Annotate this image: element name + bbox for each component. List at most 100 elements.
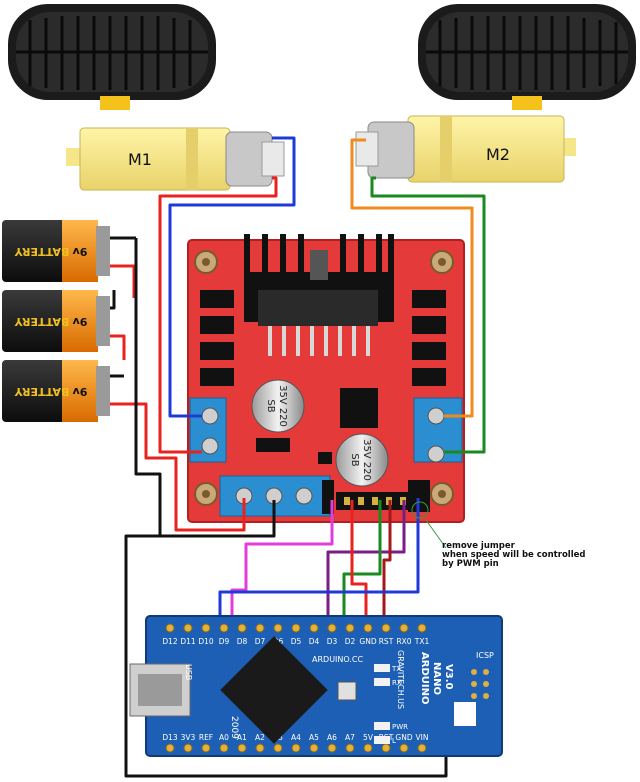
motor-m1: M1	[66, 127, 285, 191]
top-pin-d9-label: D9	[219, 637, 230, 646]
bottom-pin-5v-label: 5V	[363, 733, 374, 742]
usb-label: USB	[184, 664, 193, 680]
top-pin-d8-pad	[237, 623, 247, 633]
top-pin-gnd-label: GND	[359, 637, 376, 646]
top-pin-d5-pad	[291, 623, 301, 633]
bottom-pin-a2-pad	[255, 743, 265, 753]
jumper-highlight	[411, 501, 429, 519]
top-pin-d7-pad	[255, 623, 265, 633]
top-pin-d12-label: D12	[162, 637, 178, 646]
maker-label: GRAVITECH.US	[396, 650, 405, 709]
wire-d5-purple	[326, 500, 406, 628]
wire-m1-blue	[168, 136, 296, 418]
capacitor-1-sub: SB	[265, 399, 276, 412]
top-pin-d10-label: D10	[198, 637, 214, 646]
battery-pack: BATTERY 9v BATTERY 9v BATTERY 9v	[2, 220, 110, 422]
top-pin-d7-label: D7	[255, 637, 266, 646]
wire-bat-black-2	[110, 290, 116, 310]
capacitor-2-label: 35V 220	[361, 439, 372, 481]
wire-d10-blue	[218, 498, 420, 628]
wire-d4-green	[342, 500, 382, 628]
bottom-pin-a3-pad	[273, 743, 283, 753]
led-label-tx: TX	[391, 665, 401, 673]
board-name-line3: V3.0	[443, 664, 454, 689]
bottom-pin-a4-label: A4	[291, 733, 301, 742]
bottom-pin-a4-pad	[291, 743, 301, 753]
wire-bat-red-main	[110, 402, 246, 532]
wire-m2-green	[370, 176, 486, 454]
bottom-pin-a6-label: A6	[327, 733, 337, 742]
led-label-pwr: PWR	[392, 723, 408, 731]
bottom-pin-5v-pad	[363, 743, 373, 753]
atmega-chip: 2009	[220, 636, 328, 744]
battery-1-voltage: 9v	[72, 245, 88, 258]
jumper-note-leader	[425, 519, 447, 549]
bottom-pin-3v3-pad	[183, 743, 193, 753]
top-pin-d11-label: D11	[180, 637, 196, 646]
battery-3: BATTERY 9v	[2, 360, 110, 422]
battery-3-voltage: 9v	[72, 385, 88, 398]
board-name-line2: NANO	[431, 662, 442, 695]
top-pin-tx1-label: TX1	[414, 637, 430, 646]
year-label: 2009	[229, 716, 239, 739]
board-name: ARDUINO NANO V3.0	[419, 652, 454, 704]
battery-2: BATTERY 9v	[2, 290, 110, 352]
wire-d2-darkred	[382, 500, 392, 628]
site-label: ARDUINO.CC	[312, 655, 363, 664]
top-pin-d4-pad	[309, 623, 319, 633]
bottom-pin-ref-pad	[201, 743, 211, 753]
top-pin-d9-pad	[219, 623, 229, 633]
wires	[110, 136, 486, 778]
battery-2-brand: BATTERY	[14, 315, 70, 328]
motor-m2-label: M2	[486, 145, 510, 164]
bottom-pin-a1-label: A1	[237, 733, 247, 742]
top-pin-d2-pad	[345, 623, 355, 633]
bottom-pin-gnd-label: GND	[395, 733, 412, 742]
bottom-pin-a1-pad	[237, 743, 247, 753]
icsp-label: ICSP	[476, 651, 494, 660]
bottom-pin-a0-label: A0	[219, 733, 229, 742]
top-pin-tx1-pad	[417, 623, 427, 633]
bottom-pin-a6-pad	[327, 743, 337, 753]
wheel-right	[418, 4, 636, 110]
top-pin-rst-pad	[381, 623, 391, 633]
capacitor-2: 35V 220 SB	[335, 433, 389, 487]
jumper-note: remove jumper when speed will be control…	[442, 541, 585, 569]
top-pin-d4-label: D4	[309, 637, 320, 646]
wire-bat-red-2	[110, 334, 126, 360]
top-pin-gnd-pad	[363, 623, 373, 633]
l298n-driver-board: 35V 220 SB 35V 220 SB	[187, 234, 465, 523]
motor-m1-label: M1	[128, 150, 152, 169]
bottom-pin-a0-pad	[219, 743, 229, 753]
top-pin-row: D12D11D10D9D8D7D6D5D4D3D2GNDRSTRX0TX1	[162, 623, 430, 646]
top-pin-d8-label: D8	[237, 637, 248, 646]
battery-2-voltage: 9v	[72, 315, 88, 328]
top-pin-d3-label: D3	[327, 637, 338, 646]
jumper-note-line1: remove jumper	[442, 541, 516, 551]
usb-connector: USB	[129, 663, 193, 717]
jumper-note-line3: by PWM pin	[442, 559, 499, 569]
capacitor-1: 35V 220 SB	[251, 379, 305, 433]
bottom-pin-3v3-label: 3V3	[181, 733, 196, 742]
top-pin-d11-pad	[183, 623, 193, 633]
bottom-pin-d13-pad	[165, 743, 175, 753]
bottom-pin-a7-label: A7	[345, 733, 355, 742]
led-labels: TX RX PWR L	[391, 665, 408, 745]
top-pin-rx0-label: RX0	[396, 637, 411, 646]
wheel-left	[8, 4, 216, 110]
wire-d3-red	[350, 500, 368, 628]
led-label-l: L	[392, 737, 396, 745]
wire-gnd	[124, 534, 448, 778]
top-pin-rst-label: RST	[379, 637, 394, 646]
bottom-pin-a7-pad	[345, 743, 355, 753]
heatsink	[244, 234, 394, 356]
battery-3-brand: BATTERY	[14, 385, 70, 398]
battery-1: BATTERY 9v	[2, 220, 110, 282]
bottom-pin-a2-label: A2	[255, 733, 265, 742]
capacitor-1-label: 35V 220	[277, 385, 288, 427]
wire-bat-black-main	[134, 238, 276, 538]
bottom-pin-a5-pad	[309, 743, 319, 753]
top-pin-d6-pad	[273, 623, 283, 633]
led-label-rx: RX	[392, 679, 402, 687]
